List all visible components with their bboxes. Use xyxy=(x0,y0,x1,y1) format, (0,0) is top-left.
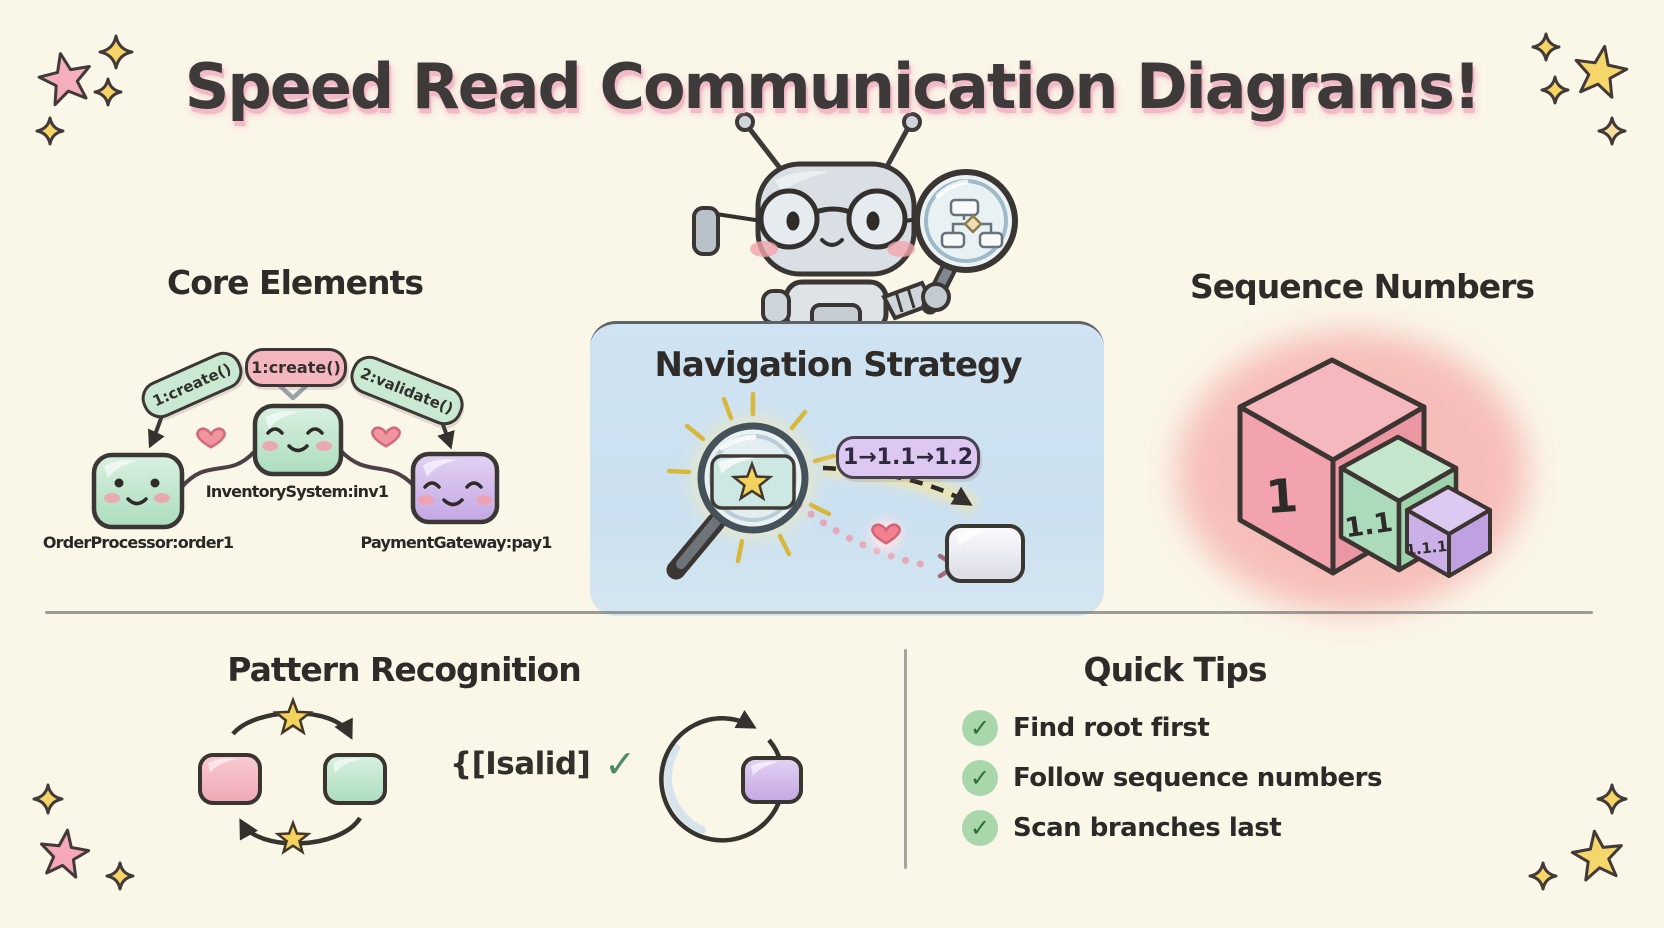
cube-1-label: 1 xyxy=(1264,468,1300,524)
sequence-numbers-heading: Sequence Numbers xyxy=(1190,267,1535,306)
object-box-inventory-system xyxy=(252,403,344,477)
core-elements-heading: Core Elements xyxy=(167,263,424,302)
robot-smile xyxy=(820,238,844,247)
glasses-bridge xyxy=(815,206,851,215)
cube-1-1-label: 1.1 xyxy=(1343,507,1395,544)
check-circle-icon: ✓ xyxy=(962,710,998,746)
robot-ear xyxy=(692,206,720,256)
vertical-divider xyxy=(904,649,907,869)
pattern-box-green xyxy=(323,753,387,805)
sequence-cubes: 1 1.1 1.1.1 xyxy=(1177,332,1527,612)
star-icon xyxy=(276,700,310,733)
check-icon: ✓ xyxy=(604,742,637,786)
horizontal-divider xyxy=(45,611,1593,614)
antenna-ball xyxy=(735,112,755,132)
object-box-order-processor xyxy=(91,452,185,530)
list-item: ✓ Follow sequence numbers xyxy=(962,758,1382,798)
pattern-recognition-heading: Pattern Recognition xyxy=(227,650,581,689)
object-label-payment: PaymentGateway:pay1 xyxy=(360,533,552,552)
heart-icon xyxy=(197,429,224,448)
navigation-strategy-heading: Navigation Strategy xyxy=(654,345,1022,385)
check-circle-icon: ✓ xyxy=(962,810,998,846)
magnifier-icon xyxy=(666,422,809,580)
self-loop-diagram xyxy=(659,709,803,843)
sequence-path-pill: 1→1.1→1.2 xyxy=(836,436,980,479)
chevron-down-icon xyxy=(277,383,309,401)
robot-blush xyxy=(750,241,778,257)
robot-eye xyxy=(786,211,800,231)
core-elements-diagram xyxy=(91,383,500,530)
star-icon xyxy=(278,823,308,852)
object-label-inventory: InventorySystem:inv1 xyxy=(205,482,389,501)
object-box-payment-gateway xyxy=(410,451,500,525)
pattern-box-pink xyxy=(198,753,262,805)
quick-tips-list: ✓ Find root first ✓ Follow sequence numb… xyxy=(962,708,1382,848)
guard-label: {[Isalid] xyxy=(450,746,591,782)
tip-text: Scan branches last xyxy=(1013,813,1282,843)
list-item: ✓ Find root first xyxy=(962,708,1382,748)
check-circle-icon: ✓ xyxy=(962,760,998,796)
robot-fist xyxy=(921,282,951,312)
heart-icon xyxy=(372,428,399,447)
list-item: ✓ Scan branches last xyxy=(962,808,1382,848)
object-label-order: OrderProcessor:order1 xyxy=(42,533,234,552)
loop-box-purple xyxy=(741,756,803,804)
robot-blush xyxy=(887,241,915,257)
guard-annotation: {[Isalid] ✓ xyxy=(450,742,636,786)
tip-text: Find root first xyxy=(1013,713,1210,743)
pattern-cycle-diagram xyxy=(198,700,387,852)
link-line xyxy=(339,449,416,488)
dotted-arrow xyxy=(795,501,936,570)
message-bubble-create-center: 1:create() xyxy=(245,348,347,387)
robot-eye xyxy=(866,211,880,231)
robot-magnifier-icon xyxy=(914,169,1018,315)
robot-mascot-illustration xyxy=(692,112,1018,333)
page-title: Speed Read Communication Diagrams! xyxy=(184,50,1481,123)
cube-1-1-1-label: 1.1.1 xyxy=(1405,539,1448,559)
tip-text: Follow sequence numbers xyxy=(1013,763,1382,793)
navigation-strategy-art xyxy=(666,391,1025,583)
cube-1-1-1 xyxy=(1405,485,1492,578)
antenna-ball xyxy=(902,112,922,132)
link-line xyxy=(179,450,256,490)
quick-tips-heading: Quick Tips xyxy=(1083,650,1268,689)
mini-flowchart-icon xyxy=(940,198,1004,249)
sparkle-rays xyxy=(666,391,837,564)
